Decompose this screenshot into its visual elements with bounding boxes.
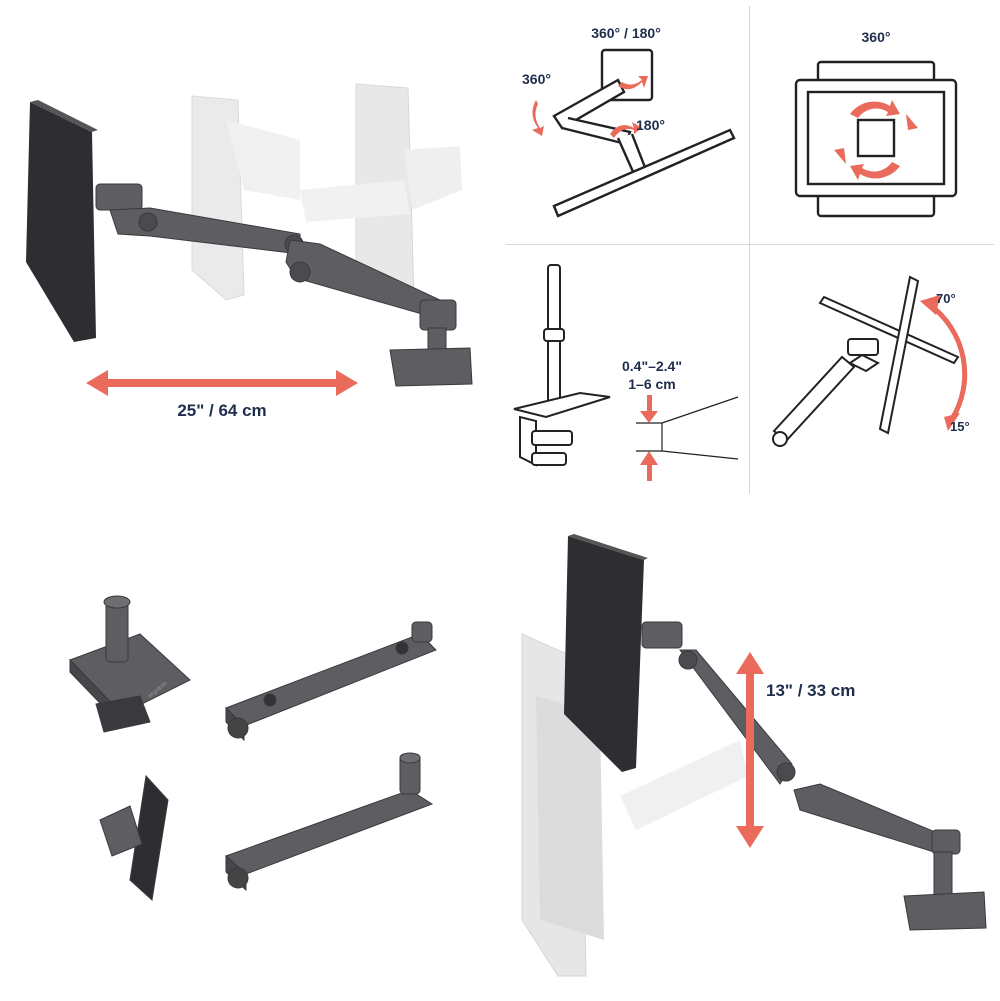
reach-illustration: 25" / 64 cm <box>26 83 473 420</box>
divider-horizontal <box>506 244 994 245</box>
part-clamp-base <box>69 595 191 733</box>
vesa-box <box>600 48 654 102</box>
portrait-illustration: 360° <box>794 29 958 218</box>
rotation-illustration: 360° / 180° 360° 180° <box>522 25 736 218</box>
monitor-dark <box>26 100 98 342</box>
tilt-arc <box>928 302 968 421</box>
height-label: 13" / 33 cm <box>766 681 855 700</box>
parts-panel: ergotron <box>0 500 500 1001</box>
desk-edge <box>636 396 739 460</box>
rotation-panel: 360° / 180° 360° 180° <box>506 6 749 244</box>
part-lower-arm <box>225 752 434 892</box>
tilted-monitor-vertical <box>878 275 920 435</box>
clamp-illustration: 0.4"–2.4" 1–6 cm <box>513 264 739 481</box>
tilt-arrow-up <box>920 295 940 315</box>
clamp-range-in: 0.4"–2.4" <box>622 358 682 374</box>
reach-label: 25" / 64 cm <box>177 401 266 420</box>
rotation-label-top: 360° / 180° <box>591 25 661 41</box>
portrait-rotation-arrows <box>834 100 918 180</box>
divider-vertical <box>749 6 750 494</box>
rotation-label-left: 360° <box>522 71 551 87</box>
height-panel: 13" / 33 cm <box>500 500 1000 1001</box>
parts-illustration: ergotron <box>69 595 437 901</box>
monitor-dark-raised <box>564 534 648 772</box>
clamp-range-cm: 1–6 cm <box>628 376 675 392</box>
height-illustration: 13" / 33 cm <box>521 534 987 977</box>
ghost-monitor-middle <box>191 95 300 301</box>
clamp-range-arrows <box>640 395 658 481</box>
clamp-panel: 0.4"–2.4" 1–6 cm <box>506 245 749 494</box>
part-vesa-head <box>99 774 169 901</box>
tilt-up-label: 70° <box>936 291 956 306</box>
monitor-arm-raised <box>641 621 987 931</box>
reach-panel: 25" / 64 cm <box>0 0 500 500</box>
rotation-label-right: 180° <box>636 117 665 133</box>
monitor-arm <box>95 183 473 387</box>
part-upper-arm <box>225 621 437 742</box>
reach-arrow <box>86 370 358 396</box>
tilt-illustration: 70° 15° <box>772 275 970 447</box>
tilt-down-label: 15° <box>950 419 970 434</box>
rotation-arrows <box>532 76 648 138</box>
height-arrow <box>736 652 764 848</box>
tilt-arrow-down <box>944 413 960 431</box>
tilt-panel: 70° 15° <box>750 245 994 494</box>
portrait-label: 360° <box>862 29 891 45</box>
tilted-monitor-up <box>818 295 960 365</box>
ghost-monitor-right <box>300 83 462 307</box>
portrait-panel: 360° <box>750 6 994 244</box>
